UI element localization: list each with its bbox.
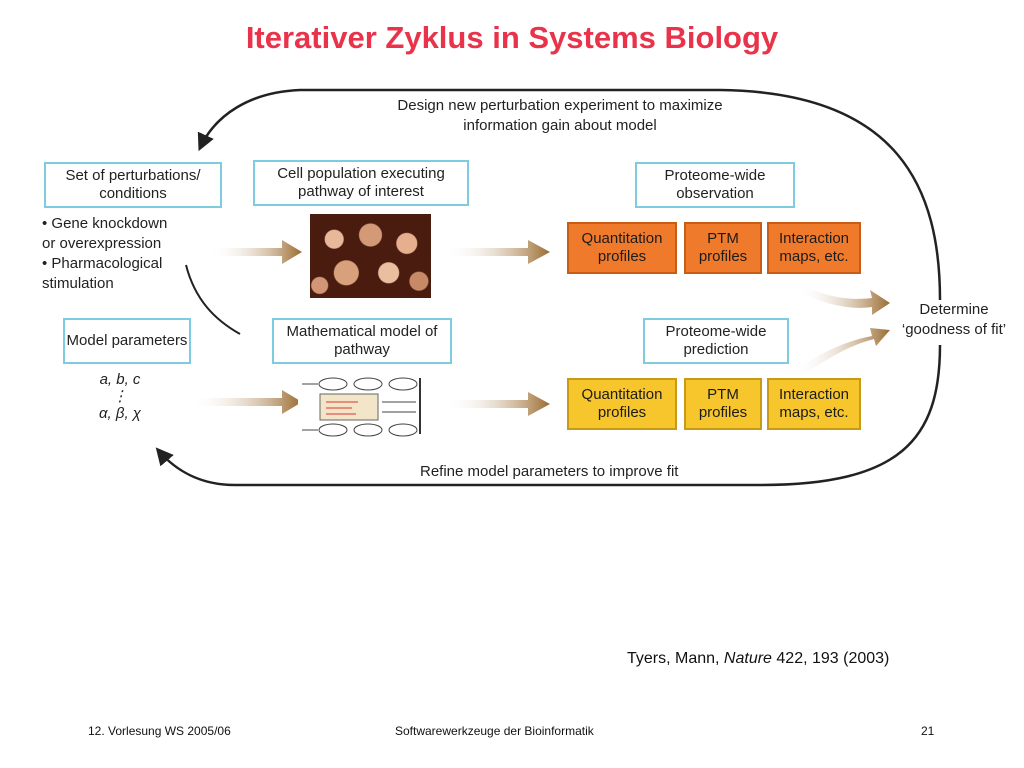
footer-page-number: 21 (921, 724, 935, 738)
math-model-box: Mathematical model of pathway (272, 318, 452, 364)
model-parameters-box: Model parameters (63, 318, 191, 364)
perturbations-box: Set of perturbations/ conditions (44, 162, 222, 208)
prediction-quantitation-profiles: Quantitation profiles (567, 378, 677, 430)
goodness-of-fit-label: Determine ‘goodness of fit’ (884, 300, 1024, 340)
prediction-ptm-profiles: PTM profiles (684, 378, 762, 430)
top-caption-line-2: information gain about model (463, 117, 657, 134)
top-cycle-arrow (197, 88, 942, 301)
arrow-prediction-to-fit (795, 328, 890, 380)
slide-title: Iterativer Zyklus in Systems Biology (245, 20, 779, 55)
parameter-latin: a, b, c (99, 371, 141, 388)
arrow-params-to-model (190, 390, 302, 414)
parameter-ellipsis: ⋮ (112, 388, 128, 405)
perturbation-item: • Gene knockdown (42, 215, 168, 232)
parameter-symbols: a, b, c ⋮ α, β, χ (75, 370, 165, 424)
perturbation-list: • Gene knockdown or overexpression • Pha… (42, 214, 212, 294)
citation-journal: Nature (723, 650, 772, 667)
parameter-greek: α, β, χ (99, 405, 141, 422)
citation: Tyers, Mann, Nature 422, 193 (2003) (627, 650, 889, 668)
determine-line-1: Determine (919, 301, 989, 318)
cell-population-box: Cell population executing pathway of int… (253, 160, 469, 206)
top-caption-line-1: Design new perturbation experiment to ma… (397, 97, 723, 114)
footer-lecture: 12. Vorlesung WS 2005/06 (88, 724, 231, 738)
bottom-caption: Refine model parameters to improve fit (420, 463, 679, 480)
observation-quantitation-profiles: Quantitation profiles (567, 222, 677, 274)
top-caption: Design new perturbation experiment to ma… (360, 96, 760, 136)
flow-arrows (190, 240, 890, 416)
arrow-perturb-to-cells (210, 240, 302, 264)
observation-interaction-maps: Interaction maps, etc. (767, 222, 861, 274)
determine-line-2: ‘goodness of fit’ (901, 321, 1007, 338)
perturbation-connector (185, 264, 241, 335)
arrow-cells-to-observation (445, 240, 550, 264)
prediction-interaction-maps: Interaction maps, etc. (767, 378, 861, 430)
observation-ptm-profiles: PTM profiles (684, 222, 762, 274)
pathway-model-figure (298, 372, 438, 440)
perturbation-item: or overexpression (42, 235, 162, 252)
arrow-observation-to-fit (795, 282, 890, 315)
citation-authors: Tyers, Mann, (627, 650, 724, 667)
perturbation-item: • Pharmacological (42, 255, 163, 272)
footer-course: Softwarewerkzeuge der Bioinformatik (395, 724, 594, 738)
proteome-prediction-box: Proteome-wide prediction (643, 318, 789, 364)
citation-details: 422, 193 (2003) (771, 650, 890, 667)
proteome-observation-box: Proteome-wide observation (635, 162, 795, 208)
perturbation-item: stimulation (42, 275, 114, 292)
arrow-model-to-prediction (445, 392, 550, 416)
bottom-cycle-arrow (155, 344, 942, 487)
cell-population-image (310, 214, 431, 298)
